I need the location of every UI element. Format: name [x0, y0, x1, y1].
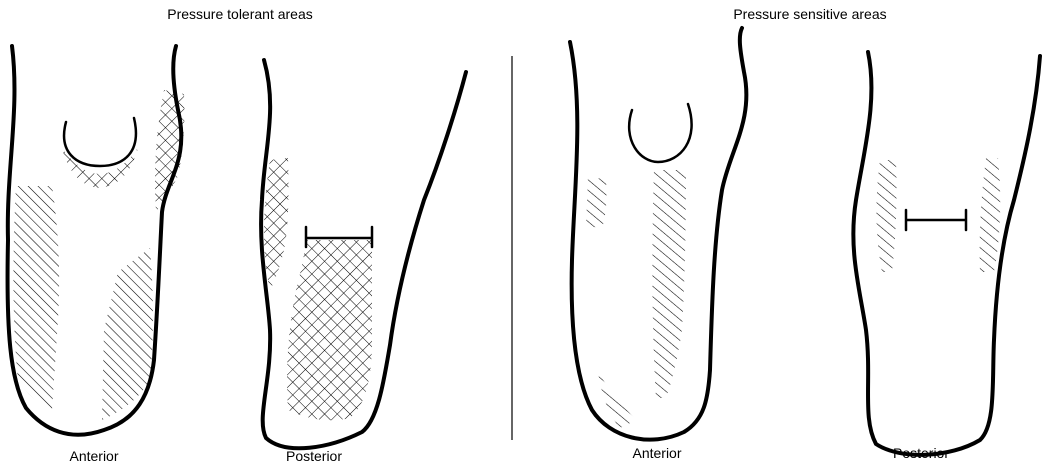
sensitive-posterior-limb [853, 52, 1040, 455]
sensitive-anterior-hatch-tip [598, 372, 636, 428]
tolerant-posterior-limb [261, 60, 466, 448]
sensitive-anterior-hatch-left [586, 176, 607, 228]
tolerant-anterior-hatch-left [13, 186, 59, 410]
sensitive-posterior-hatch-right [980, 158, 1001, 272]
view-label-tolerant-anterior: Anterior [34, 448, 154, 464]
tolerant-posterior-crosshatch-popliteal [287, 240, 372, 420]
sensitive-posterior-hatch-left [876, 160, 896, 272]
tolerant-anterior-crosshatch-patella [62, 148, 138, 188]
view-label-sensitive-anterior: Anterior [597, 445, 717, 461]
view-label-tolerant-posterior: Posterior [254, 448, 374, 464]
sensitive-anterior-limb [570, 28, 746, 440]
tolerant-anterior-patella-outline [64, 118, 136, 166]
view-label-sensitive-posterior: Posterior [861, 445, 981, 461]
sensitive-anterior-patella-outline [629, 104, 691, 162]
sensitive-posterior-bar [906, 210, 966, 230]
sensitive-anterior-hatch-shin [652, 170, 686, 398]
tolerant-posterior-crosshatch-side [264, 158, 289, 290]
tolerant-anterior-limb [8, 46, 185, 435]
